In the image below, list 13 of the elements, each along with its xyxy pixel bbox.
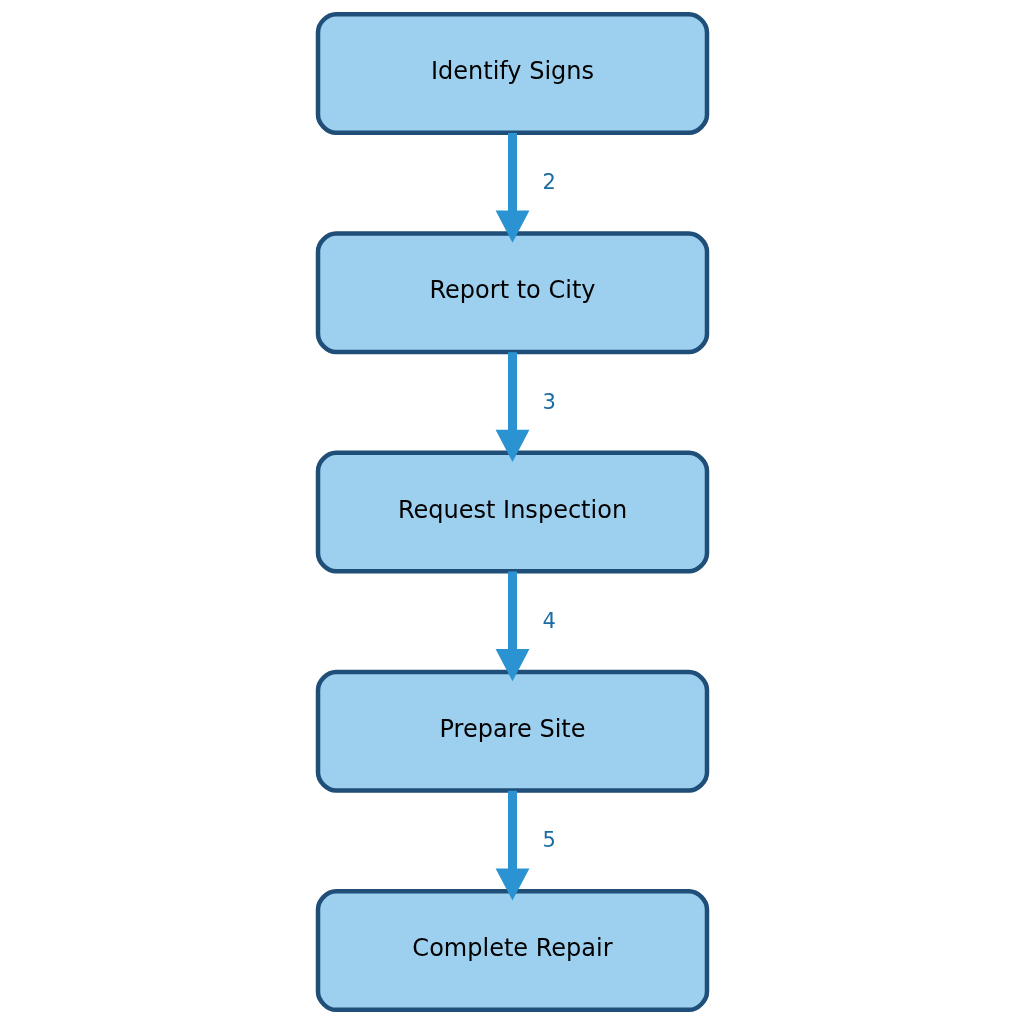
edge-label: 3 [542, 388, 556, 414]
node-box: Prepare Site [315, 669, 709, 793]
arrow [495, 132, 529, 243]
node-box: Complete Repair [315, 888, 709, 1013]
arrow [495, 790, 529, 901]
node-box: Request Inspection [315, 450, 709, 574]
arrow [495, 352, 529, 463]
node-box: Identify Signs [315, 11, 709, 136]
edge-label: 5 [542, 827, 556, 853]
edge-label: 4 [542, 607, 556, 633]
node-box: Report to City [315, 231, 709, 355]
edge-label: 2 [542, 169, 556, 195]
arrow [495, 571, 529, 682]
